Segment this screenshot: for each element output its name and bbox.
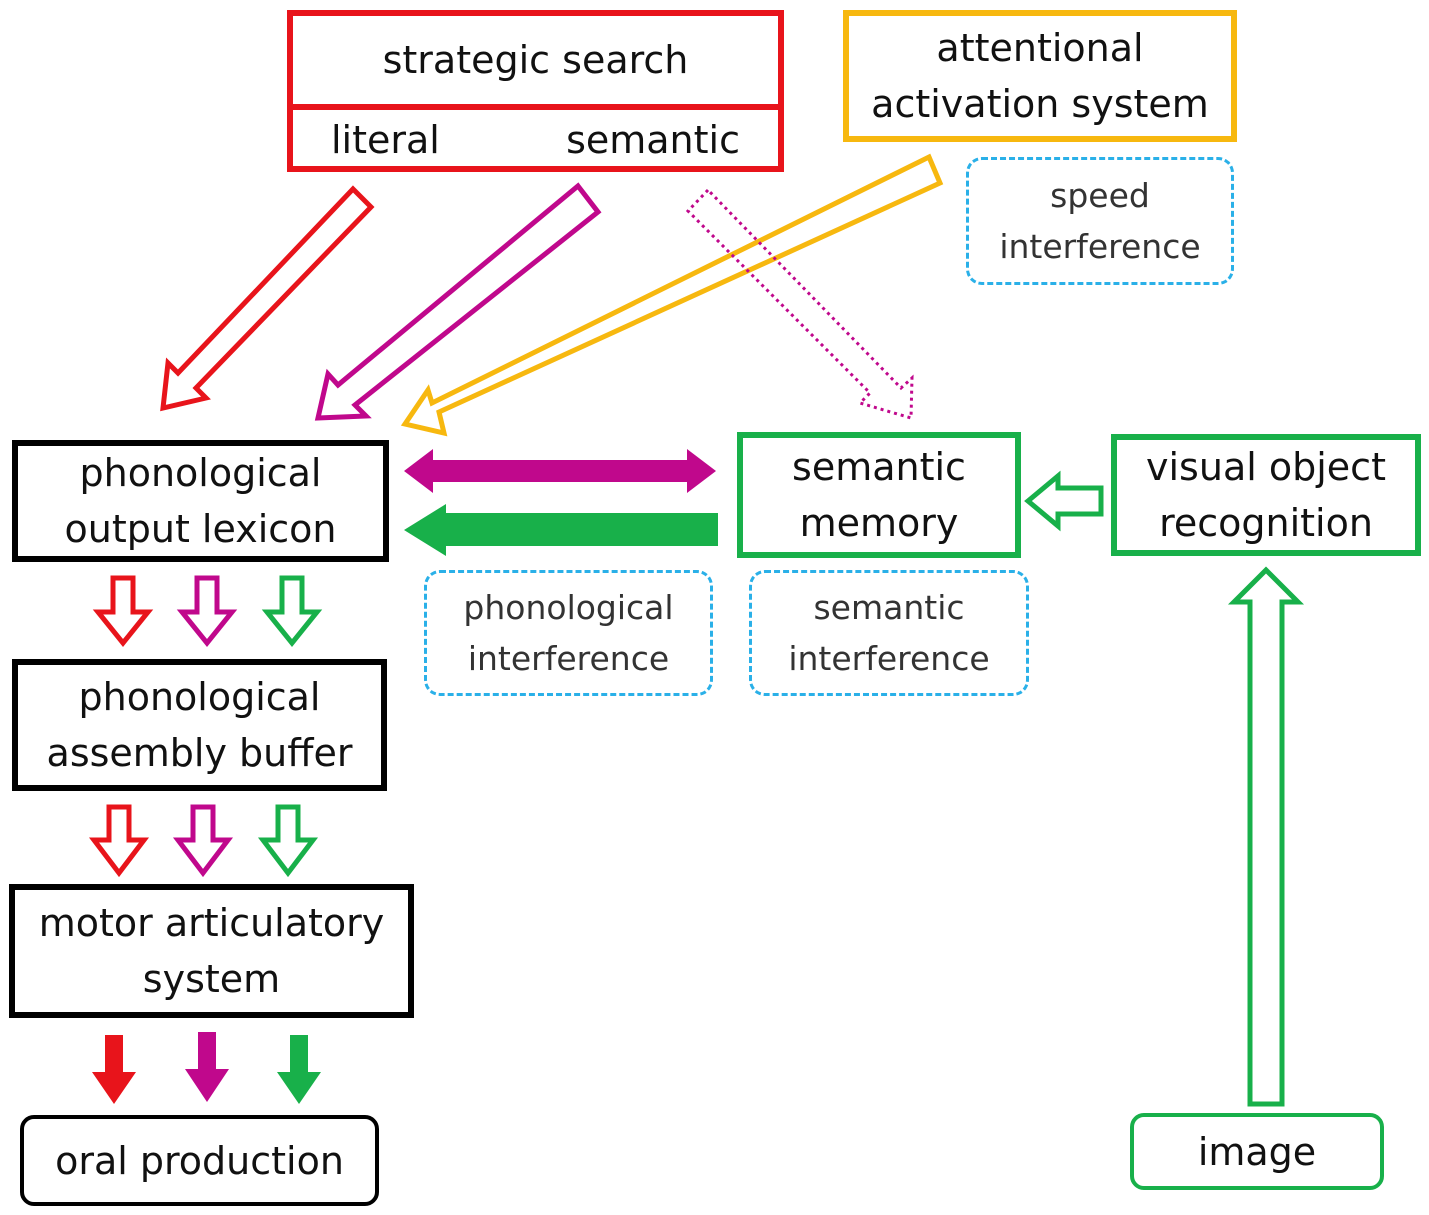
literal-route-arrow [160, 185, 375, 412]
motor-articulatory-system-box: motor articulatory system [9, 884, 414, 1018]
oral-production-label: oral production [55, 1138, 344, 1183]
semantic-label: semantic [566, 118, 740, 162]
attentional-line1: attentional [936, 26, 1144, 70]
phonological-output-lexicon-box: phonological output lexicon [12, 440, 389, 562]
strategic-search-box: strategic search literal semantic [287, 10, 784, 172]
semantic-route-arrow [314, 182, 602, 421]
bidirectional-semantic-arrow [404, 449, 716, 493]
semantic-to-lexicon-arrow [404, 504, 718, 556]
strategic-search-title: strategic search [293, 16, 778, 110]
phonological-interference-note: phonological interference [424, 570, 713, 696]
image-to-visual-arrow [1227, 566, 1305, 1107]
phon-interference-line1: phonological [463, 588, 674, 627]
phon-interference-line2: interference [467, 639, 670, 678]
attention-route-arrow [400, 153, 944, 437]
image-box: image [1130, 1113, 1384, 1190]
visual-object-line1: visual object [1146, 445, 1386, 489]
semantic-interference-line1: semantic [813, 588, 965, 627]
speed-interference-line1: speed [1050, 176, 1150, 215]
phon-assembly-line1: phonological [78, 675, 321, 719]
speed-interference-line2: interference [999, 227, 1201, 266]
assembly-to-motor-arrows [88, 804, 319, 878]
motor-line2: system [142, 957, 281, 1001]
motor-line1: motor articulatory [38, 901, 385, 945]
oral-production-box: oral production [20, 1115, 379, 1206]
literal-label: literal [331, 118, 440, 162]
semantic-memory-line2: memory [799, 501, 959, 545]
phonological-assembly-buffer-box: phonological assembly buffer [12, 659, 387, 791]
speed-interference-note: speed interference [966, 157, 1234, 285]
motor-to-oral-arrows [92, 1032, 321, 1104]
visual-object-line2: recognition [1159, 501, 1373, 545]
semantic-memory-line1: semantic [792, 445, 966, 489]
lexicon-to-assembly-arrows [92, 575, 323, 647]
image-label: image [1197, 1129, 1317, 1174]
visual-to-semantic-arrow [1024, 470, 1104, 532]
phon-output-line1: phonological [79, 451, 322, 495]
visual-object-recognition-box: visual object recognition [1111, 434, 1421, 556]
semantic-interference-line2: interference [788, 639, 990, 678]
semantic-interference-note: semantic interference [749, 570, 1029, 696]
semantic-memory-box: semantic memory [737, 432, 1021, 558]
attentional-activation-system-box: attentional activation system [843, 10, 1237, 142]
phon-assembly-line2: assembly buffer [46, 731, 353, 775]
semantic-to-memory-dotted-arrow [685, 187, 914, 420]
phon-output-line2: output lexicon [64, 507, 337, 551]
attentional-line2: activation system [871, 82, 1209, 126]
